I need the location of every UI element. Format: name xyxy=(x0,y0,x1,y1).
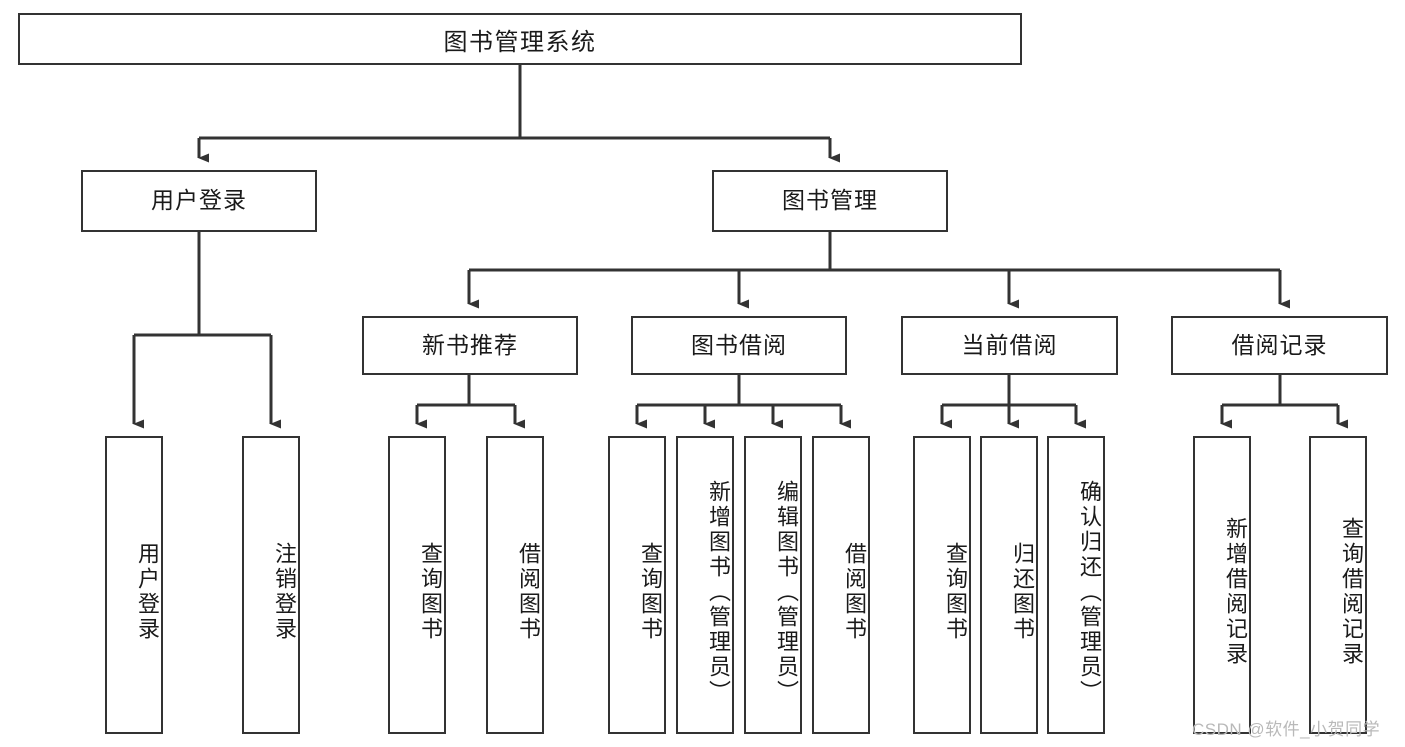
csdn-watermark: CSDN @软件_小贺同学 xyxy=(1192,720,1381,739)
leaf-borrow-record-add-record[interactable]: 新增借阅记录 xyxy=(1193,436,1251,734)
node-label: 查询图书 xyxy=(943,542,968,642)
leaf-user-login-login[interactable]: 用户登录 xyxy=(105,436,163,734)
leaf-book-borrow-edit-book-admin[interactable]: 编辑图书（管理员） xyxy=(744,436,802,734)
node-label: 归还图书 xyxy=(1010,542,1035,642)
node-label: 图书借阅 xyxy=(691,331,787,358)
node-label: 新增图书（管理员） xyxy=(706,479,731,705)
node-label: 确认归还（管理员） xyxy=(1077,479,1102,705)
leaf-current-borrow-return-book[interactable]: 归还图书 xyxy=(980,436,1038,734)
leaf-book-borrow-borrow-book[interactable]: 借阅图书 xyxy=(812,436,870,734)
leaf-book-borrow-query-book[interactable]: 查询图书 xyxy=(608,436,666,734)
leaf-user-login-logout[interactable]: 注销登录 xyxy=(242,436,300,734)
leaf-borrow-record-query-record[interactable]: 查询借阅记录 xyxy=(1309,436,1367,734)
leaf-book-borrow-add-book-admin[interactable]: 新增图书（管理员） xyxy=(676,436,734,734)
leaf-new-book-query-book[interactable]: 查询图书 xyxy=(388,436,446,734)
node-label: 借阅记录 xyxy=(1231,331,1328,358)
leaf-current-borrow-confirm-return-admin[interactable]: 确认归还（管理员） xyxy=(1047,436,1105,734)
node-label: 查询图书 xyxy=(638,542,663,642)
node-label: 借阅图书 xyxy=(516,542,541,642)
node-label: 查询图书 xyxy=(418,542,443,642)
node-label: 注销登录 xyxy=(272,542,297,642)
node-label: 新增借阅记录 xyxy=(1223,517,1248,667)
node-label: 编辑图书（管理员） xyxy=(774,479,799,705)
node-new-book-recommend[interactable]: 新书推荐 xyxy=(362,316,578,375)
node-label: 图书管理 xyxy=(782,187,878,214)
node-book-borrow[interactable]: 图书借阅 xyxy=(631,316,847,375)
node-label: 借阅图书 xyxy=(842,542,867,642)
node-label: 新书推荐 xyxy=(422,331,518,358)
node-book-management[interactable]: 图书管理 xyxy=(712,170,948,232)
node-label: 查询借阅记录 xyxy=(1339,517,1364,667)
node-label: 用户登录 xyxy=(135,542,160,642)
leaf-current-borrow-query-book[interactable]: 查询图书 xyxy=(913,436,971,734)
leaf-new-book-borrow-book[interactable]: 借阅图书 xyxy=(486,436,544,734)
node-label: 用户登录 xyxy=(151,187,247,214)
node-label: 图书管理系统 xyxy=(443,28,597,56)
node-borrow-record[interactable]: 借阅记录 xyxy=(1171,316,1388,375)
node-user-login[interactable]: 用户登录 xyxy=(81,170,317,232)
node-root-book-management-system[interactable]: 图书管理系统 xyxy=(18,13,1022,65)
node-current-borrow[interactable]: 当前借阅 xyxy=(901,316,1118,375)
node-label: 当前借阅 xyxy=(961,331,1058,358)
